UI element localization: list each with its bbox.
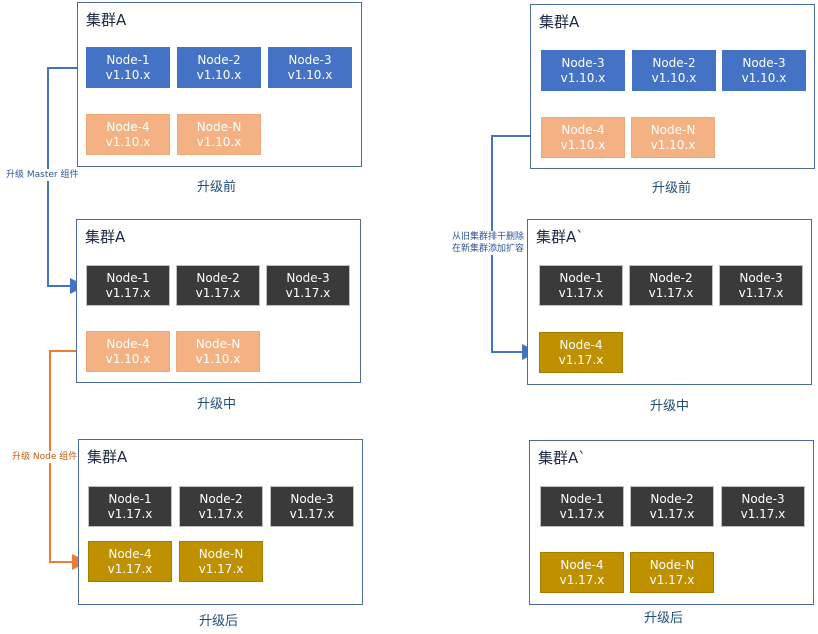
cluster-title: 集群A (87, 448, 128, 466)
stage-caption: 升级后 (644, 611, 684, 626)
cluster-title: 集群A` (538, 449, 586, 467)
stage-caption: 升级中 (650, 399, 690, 414)
stage-caption: 升级前 (197, 180, 237, 195)
cluster-title: 集群A` (536, 228, 584, 246)
stage-caption: 升级后 (199, 614, 239, 629)
stage-caption: 升级中 (197, 397, 237, 412)
cluster-title: 集群A (85, 228, 126, 246)
master-upgrade-label: 升级 Master 组件 (6, 169, 79, 181)
cluster-title: 集群A (539, 13, 580, 31)
cluster-title: 集群A (86, 11, 127, 29)
stage-caption: 升级前 (652, 181, 692, 196)
migrate-node-label: 从旧集群排干删除 在新集群添加扩容 (452, 231, 525, 255)
node-upgrade-label: 升级 Node 组件 (12, 451, 78, 463)
